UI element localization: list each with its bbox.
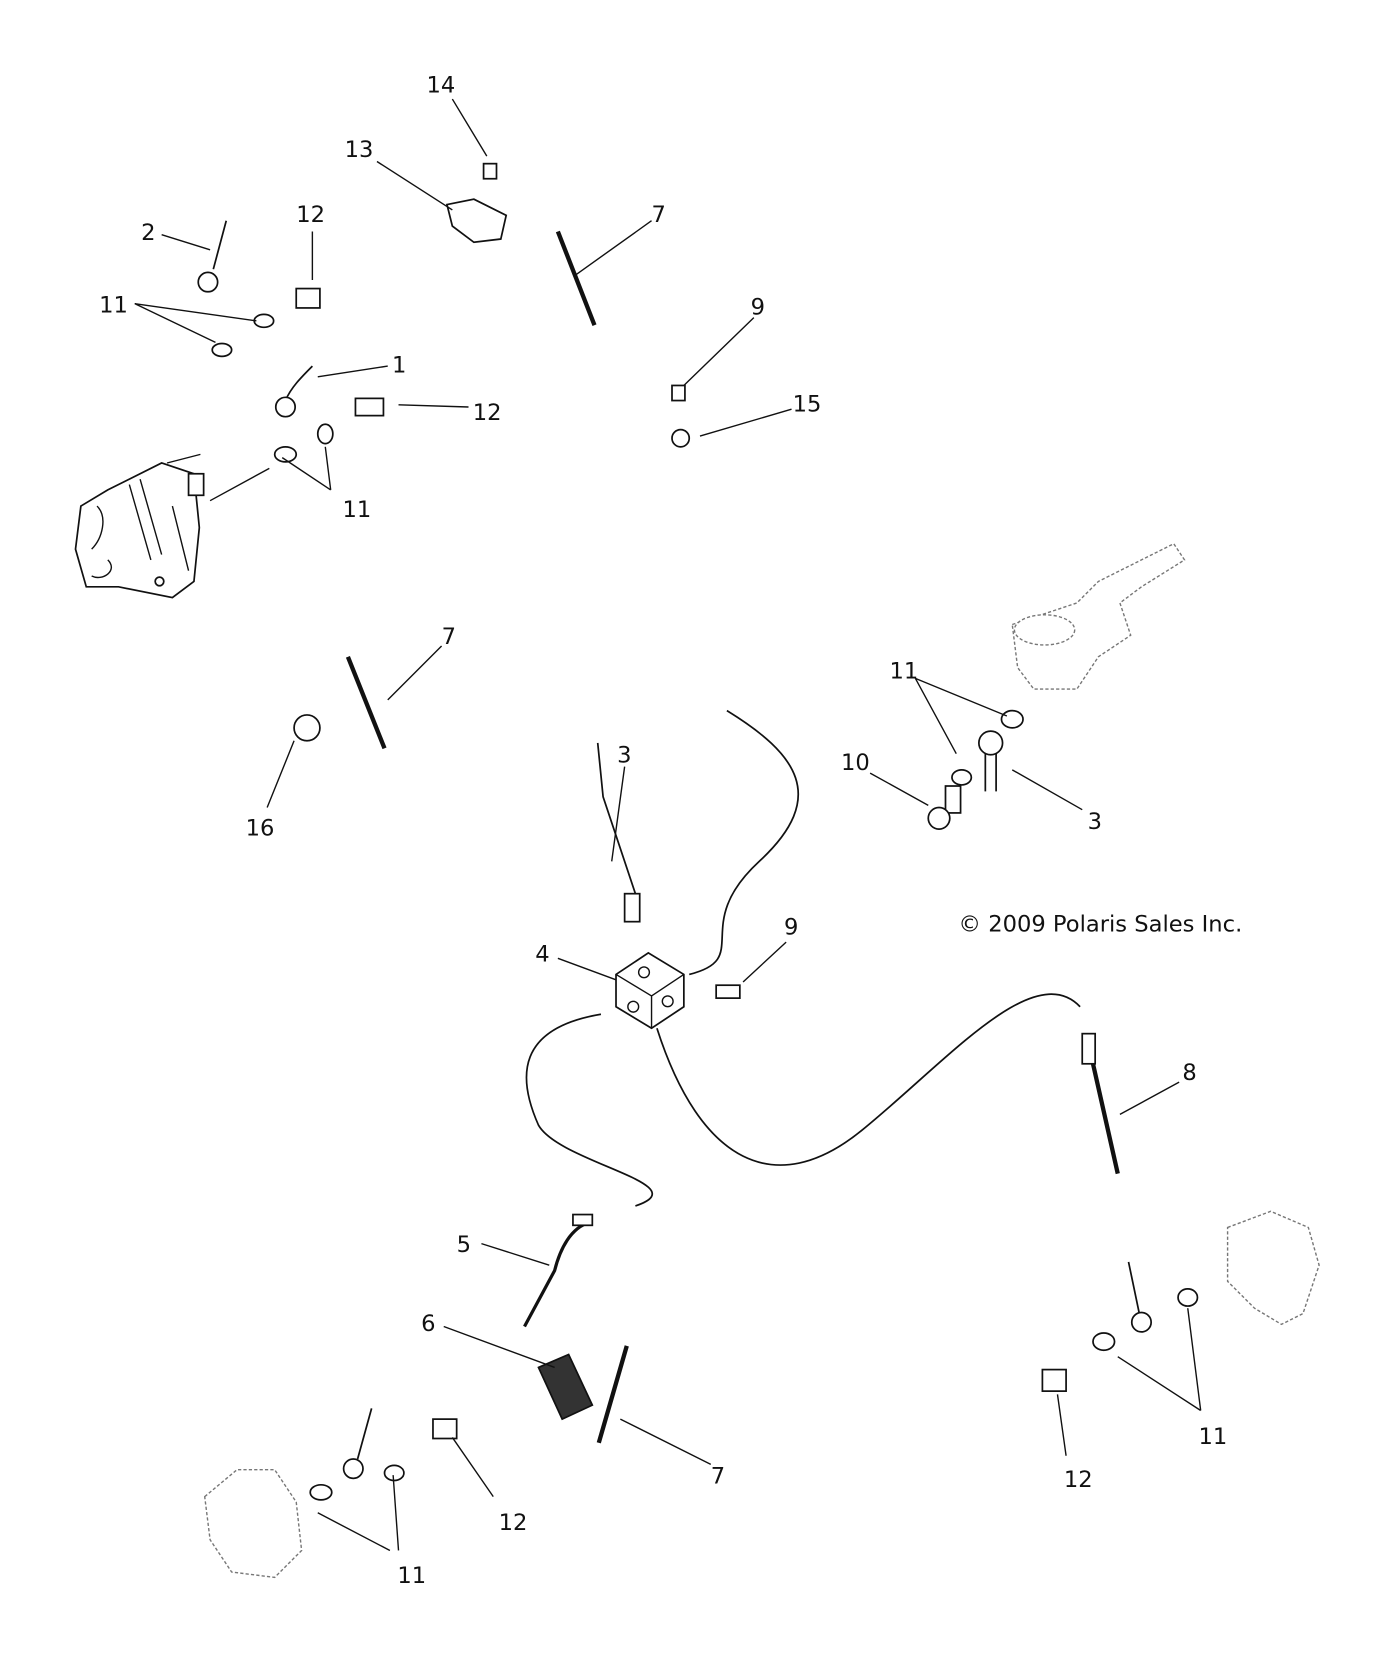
callout-7: 7 <box>442 624 456 650</box>
rear-caliper-right <box>1226 1210 1320 1326</box>
cable-tie-7 <box>345 656 387 750</box>
washer-11 <box>273 445 298 463</box>
screw-9 <box>671 384 686 402</box>
callout-12: 12 <box>473 400 502 426</box>
rear-caliper-left <box>203 1469 303 1579</box>
banjo-bolt-10 <box>927 785 962 830</box>
front-caliper <box>74 462 205 599</box>
cable-tie-7 <box>555 230 597 326</box>
callout-12: 12 <box>296 202 325 228</box>
brake-line-3 <box>596 742 641 923</box>
callout-9: 9 <box>784 915 798 941</box>
callout-10: 10 <box>841 750 870 776</box>
callout-11: 11 <box>343 497 372 523</box>
brake-line-8 <box>1081 1032 1120 1175</box>
washer-11 <box>1092 1332 1116 1352</box>
copyright-notice: © 2009 Polaris Sales Inc. <box>958 911 1242 937</box>
callout-14: 14 <box>427 73 456 99</box>
callout-16: 16 <box>246 816 275 842</box>
banjo-bolt-12 <box>432 1418 458 1440</box>
clamp-15 <box>671 428 691 448</box>
callout-7: 7 <box>652 202 666 228</box>
brake-hose-right <box>656 993 1081 1166</box>
distribution-block-4 <box>615 951 685 1030</box>
screw-14 <box>482 162 498 180</box>
callout-9: 9 <box>751 294 765 320</box>
banjo-bolt-12 <box>295 287 321 309</box>
leader-lines <box>134 98 1202 1552</box>
washer-11 <box>1177 1287 1199 1307</box>
brake-hose-left <box>525 1013 654 1207</box>
brake-line-rear-right <box>1127 1261 1153 1333</box>
callout-3: 3 <box>617 742 631 768</box>
washer-11 <box>253 313 275 329</box>
callout-11: 11 <box>99 292 128 318</box>
brake-line-1 <box>274 365 313 418</box>
callout-11: 11 <box>890 658 919 684</box>
spring-guard-6 <box>537 1353 594 1421</box>
washer-11 <box>211 342 233 358</box>
callout-11: 11 <box>1199 1424 1228 1450</box>
callout-13: 13 <box>345 137 374 163</box>
callout-4: 4 <box>535 942 549 968</box>
grommet-16 <box>293 714 321 742</box>
banjo-bolt-12 <box>1041 1368 1067 1392</box>
washer-11 <box>316 423 334 445</box>
brake-line-3 <box>978 730 1004 792</box>
callout-5: 5 <box>457 1232 471 1258</box>
callout-11: 11 <box>397 1563 426 1589</box>
banjo-fitting-2 <box>197 220 228 293</box>
callout-7: 7 <box>711 1464 725 1490</box>
brake-hose-upper <box>689 709 800 976</box>
callouts: 14 13 2 12 11 1 12 11 7 9 15 7 16 3 11 1… <box>99 73 1227 1589</box>
callout-12: 12 <box>499 1510 528 1536</box>
washer-11 <box>383 1464 405 1482</box>
cable-tie-7 <box>596 1345 629 1444</box>
callout-12: 12 <box>1064 1467 1093 1493</box>
callout-2: 2 <box>141 220 155 246</box>
washer-11 <box>309 1483 333 1501</box>
master-cylinder <box>1011 542 1186 690</box>
brake-line-5 <box>523 1213 594 1328</box>
banjo-bolt-12 <box>354 397 385 417</box>
clip-13 <box>445 198 508 244</box>
brake-line-rear-left <box>342 1408 373 1480</box>
callout-6: 6 <box>421 1311 435 1337</box>
screw-9 <box>715 984 741 999</box>
washer-11 <box>951 768 973 786</box>
callout-3: 3 <box>1088 809 1102 835</box>
washer-11 <box>1000 709 1024 729</box>
callout-15: 15 <box>793 391 822 417</box>
callout-1: 1 <box>392 353 406 379</box>
callout-8: 8 <box>1182 1060 1196 1086</box>
